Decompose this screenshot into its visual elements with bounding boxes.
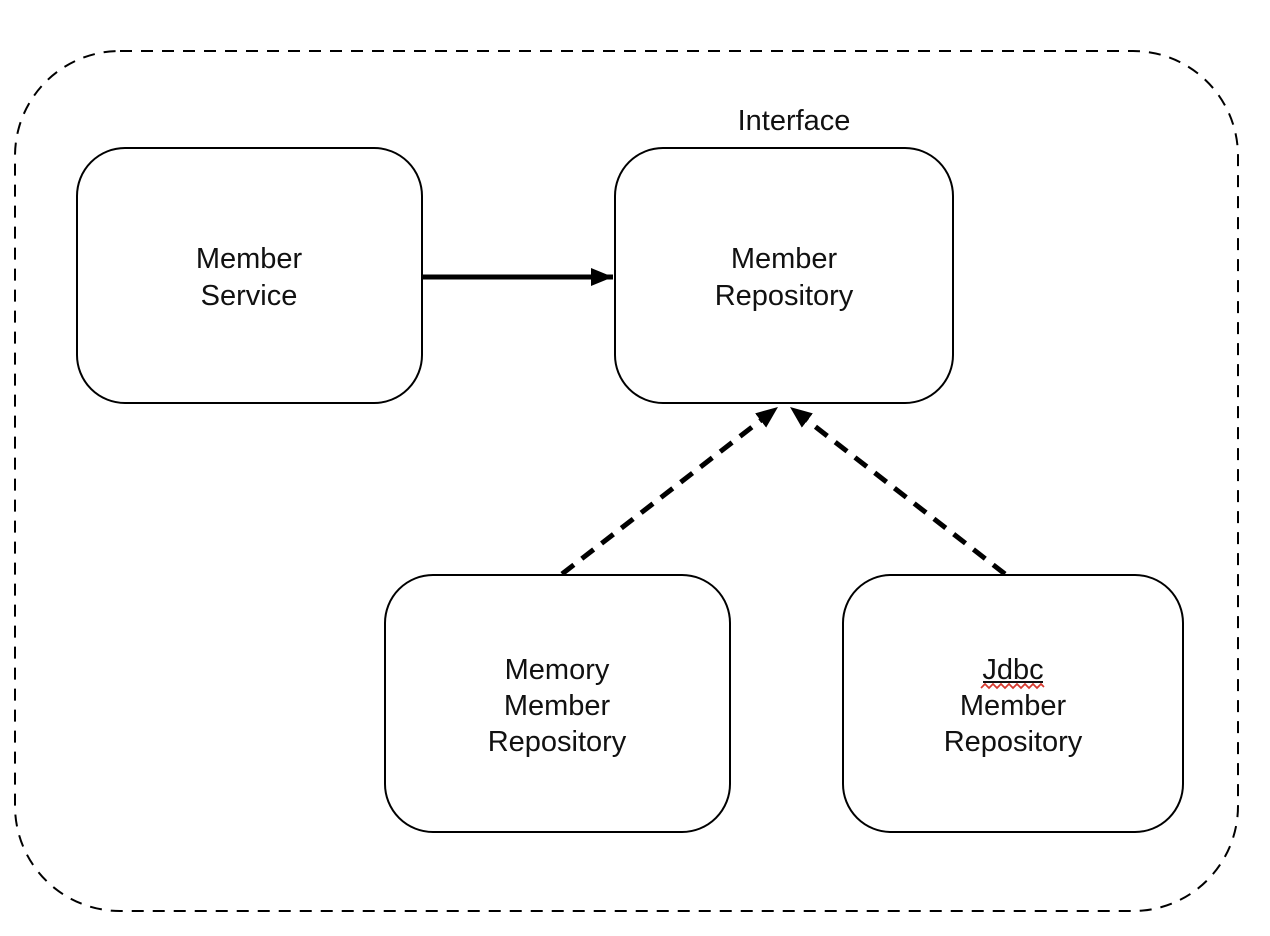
member-repository-label-line-1: Member xyxy=(731,243,838,275)
node-member-repository: Member Repository xyxy=(614,147,954,404)
memory-member-repository-label-line-1: Memory xyxy=(505,654,610,686)
jdbc-member-repository-label-line-3: Repository xyxy=(944,726,1083,758)
member-service-box xyxy=(76,147,423,404)
edge-jdbc-member-repository-to-member-repository xyxy=(788,405,1007,576)
edge-memory-member-repository-to-member-repository xyxy=(560,405,780,576)
memory-member-repository-label-line-3: Repository xyxy=(488,726,627,758)
node-memory-member-repository: Memory Member Repository xyxy=(384,574,731,833)
memory-member-repository-label-line-2: Member xyxy=(504,690,611,722)
member-repository-box xyxy=(614,147,954,404)
node-jdbc-member-repository: Jdbc Member Repository xyxy=(842,574,1184,833)
jdbc-member-repository-label-line-1: Jdbc xyxy=(982,654,1043,686)
member-service-label-line-1: Member xyxy=(196,243,303,275)
jdbc-spellcheck-squiggle xyxy=(980,682,1045,690)
interface-annotation-label: Interface xyxy=(738,105,851,137)
system-boundary xyxy=(14,50,1239,912)
node-member-service: Member Service xyxy=(76,147,423,404)
member-repository-label-line-2: Repository xyxy=(715,280,854,312)
jdbc-member-repository-box xyxy=(842,574,1184,833)
memory-member-repository-box xyxy=(384,574,731,833)
member-service-label-line-2: Service xyxy=(201,280,298,312)
jdbc-member-repository-label-line-2: Member xyxy=(960,690,1067,722)
